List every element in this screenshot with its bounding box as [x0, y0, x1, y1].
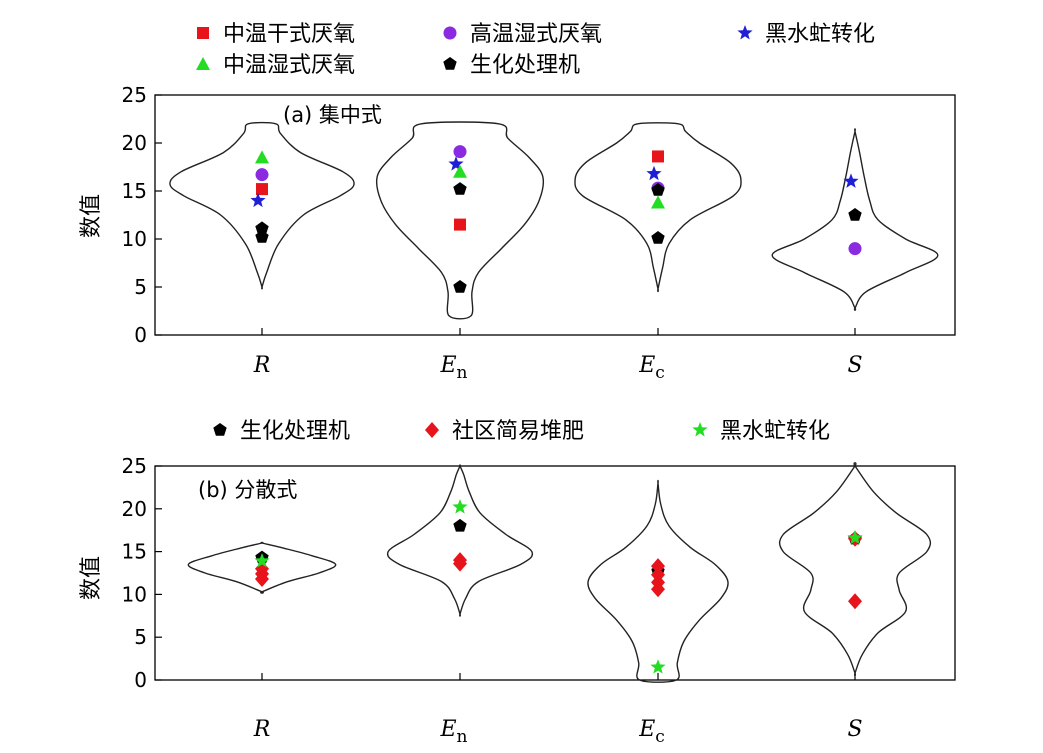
legend-label: 生化处理机: [240, 419, 350, 444]
violin-3: [778, 462, 932, 677]
y-axis-label: 数值: [79, 556, 104, 600]
data-point: [453, 182, 467, 195]
panel-title: (a) 集中式: [283, 103, 382, 127]
legend-item: 生化处理机: [213, 419, 350, 444]
data-point: [255, 570, 269, 587]
violin-2: [574, 122, 742, 293]
legend-item: 高温湿式厌氧: [443, 22, 602, 47]
data-point: [848, 593, 862, 610]
y-tick-label: 5: [134, 275, 147, 299]
violin-3: [771, 128, 939, 311]
data-point: [848, 242, 862, 256]
data-point: [250, 192, 266, 208]
y-tick-label: 20: [122, 131, 147, 155]
chart-panel-a: 0 5 10 15 20 25R En Ec S 数值 (a) 集中式 中温干式厌氧 高温湿式厌氧 黑水虻…: [79, 22, 956, 383]
x-tick-label: En: [439, 353, 467, 383]
violin-1: [386, 464, 534, 617]
y-tick-label: 0: [134, 323, 147, 347]
y-tick-label: 25: [122, 83, 147, 107]
data-point: [453, 164, 467, 178]
data-point: [646, 165, 662, 181]
legend-label: 黑水虻转化: [765, 22, 875, 47]
y-tick-label: 10: [122, 227, 147, 251]
data-point: [255, 168, 269, 182]
x-tick-label: R: [253, 717, 271, 742]
x-tick-label: S: [847, 353, 862, 378]
data-point: [254, 553, 270, 568]
legend-item: 社区简易堆肥: [425, 419, 584, 444]
y-tick-label: 20: [122, 497, 147, 521]
data-point: [453, 555, 467, 572]
data-point: [255, 221, 269, 235]
data-point: [452, 499, 468, 514]
legend-label: 高温湿式厌氧: [470, 22, 602, 47]
plot-frame: [154, 94, 956, 336]
x-tick-label: R: [253, 353, 271, 378]
panel-title: (b) 分散式: [198, 478, 297, 502]
y-tick-label: 25: [122, 454, 147, 478]
legend-item: 生化处理机: [443, 53, 580, 78]
legend-marker: [737, 25, 753, 40]
data-point: [255, 150, 269, 164]
x-tick-label: En: [439, 717, 467, 747]
legend-marker: [425, 422, 439, 438]
legend-item: 黑水虻转化: [737, 22, 875, 47]
legend-item: 中温干式厌氧: [197, 22, 355, 47]
legend-item: 黑水虻转化: [692, 419, 830, 444]
legend-marker: [443, 57, 457, 70]
data-point: [453, 280, 467, 293]
data-point: [650, 659, 666, 674]
y-tick-label: 0: [134, 668, 147, 692]
violin-2: [587, 479, 729, 683]
data-point: [843, 173, 859, 188]
data-point: [453, 518, 467, 532]
legend-label: 中温湿式厌氧: [223, 53, 355, 78]
data-point: [453, 145, 467, 159]
data-point: [448, 156, 464, 171]
y-tick-label: 10: [122, 582, 147, 606]
data-point: [454, 218, 466, 231]
legend-marker: [692, 422, 708, 437]
x-tick-label: Ec: [638, 353, 665, 383]
legend-marker: [443, 26, 457, 40]
data-point: [256, 183, 268, 196]
violin-0: [169, 121, 355, 290]
data-point: [848, 208, 862, 221]
data-point: [651, 231, 665, 244]
data-point: [847, 529, 863, 545]
y-axis-label: 数值: [79, 194, 104, 238]
y-tick-label: 15: [122, 179, 147, 203]
legend-label: 社区简易堆肥: [452, 419, 584, 444]
data-point: [651, 183, 665, 196]
data-point: [652, 150, 664, 163]
chart-panel-b: 0 5 10 15 20 25R En Ec S 数值 (b) 分散式 生化处理机 社区简易堆肥 黑水虻转…: [79, 419, 956, 747]
legend-item: 中温湿式厌氧: [196, 53, 355, 78]
legend-label: 黑水虻转化: [720, 419, 830, 444]
legend-marker: [213, 423, 227, 436]
x-tick-label: Ec: [638, 717, 665, 747]
plot-frame: [154, 465, 956, 681]
y-tick-label: 5: [134, 625, 147, 649]
y-tick-label: 15: [122, 540, 147, 564]
data-point: [651, 558, 665, 575]
legend-marker: [196, 57, 210, 70]
data-point: [651, 581, 665, 598]
data-point: [651, 195, 665, 209]
legend-label: 中温干式厌氧: [223, 22, 355, 47]
legend-label: 生化处理机: [470, 53, 580, 78]
violin-0: [187, 541, 337, 594]
x-tick-label: S: [847, 717, 862, 742]
legend-marker: [197, 27, 209, 39]
violin-1: [375, 121, 545, 320]
